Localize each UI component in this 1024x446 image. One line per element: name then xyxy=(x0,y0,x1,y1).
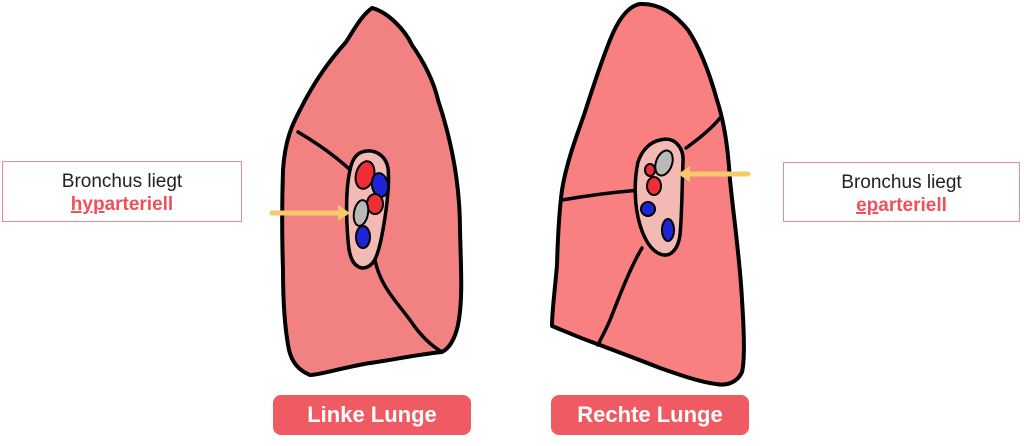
right-callout-term: eparteriell xyxy=(784,194,1019,218)
right-lung-fissure-horizontal xyxy=(560,188,642,202)
right-callout: Bronchus liegt eparteriell xyxy=(783,162,1020,222)
right-callout-prefix: ep xyxy=(856,195,879,216)
right-callout-suffix: arteriell xyxy=(878,195,947,216)
right-vein-small xyxy=(640,201,656,217)
left-callout-line1: Bronchus liegt xyxy=(61,171,183,192)
arrow-right-icon xyxy=(269,205,350,221)
right-artery-mid xyxy=(646,176,662,196)
arrow-left-icon xyxy=(678,166,751,182)
left-artery-mid xyxy=(366,193,384,215)
right-vein-bottom xyxy=(661,218,675,242)
right-bronchus xyxy=(654,149,674,177)
left-lung xyxy=(269,6,464,377)
left-vein-bottom xyxy=(355,225,371,249)
left-callout-prefix: hyp xyxy=(70,194,105,215)
left-callout-term: hyparteriell xyxy=(3,193,241,217)
left-vein-top xyxy=(370,172,390,198)
right-artery-top xyxy=(644,163,656,177)
left-callout: Bronchus liegt hyparteriell xyxy=(2,161,242,222)
right-lung-fissure-oblique xyxy=(596,116,722,347)
right-lung xyxy=(550,1,751,387)
right-lung-label: Rechte Lunge xyxy=(551,395,749,435)
left-callout-suffix: arteriell xyxy=(104,194,174,215)
left-lung-label: Linke Lunge xyxy=(273,395,471,435)
left-bronchus xyxy=(352,199,370,227)
right-callout-line1: Bronchus liegt xyxy=(841,172,962,193)
